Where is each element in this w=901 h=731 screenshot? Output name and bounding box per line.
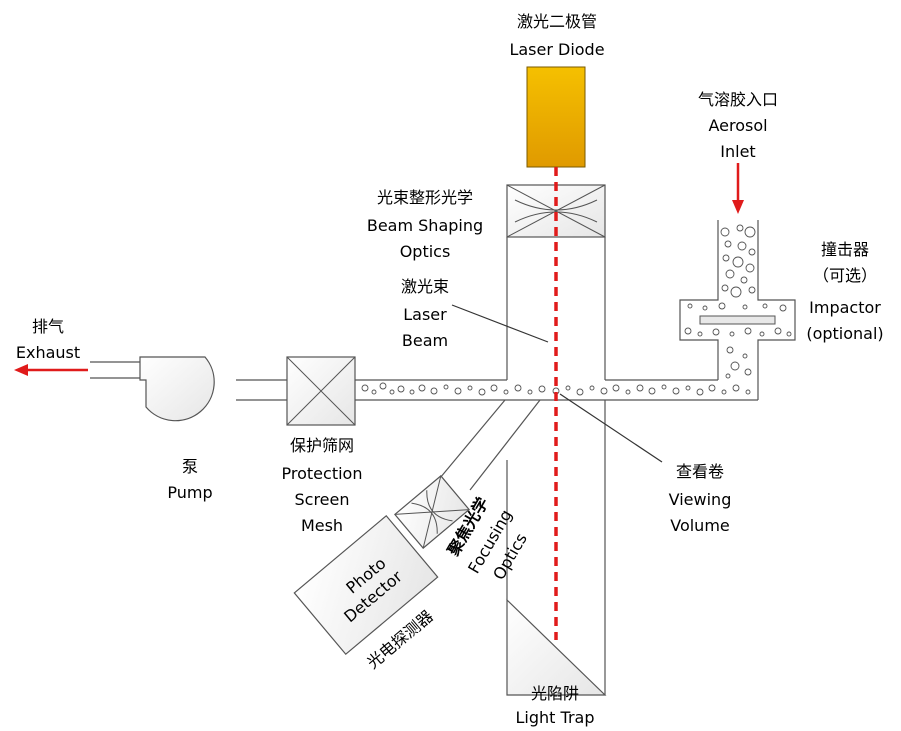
- viewing-volume-label-en-1: Viewing: [668, 490, 732, 509]
- aerosol-label-zh: 气溶胶入口: [697, 90, 778, 109]
- aerosol-inlet-arrow: [732, 163, 744, 214]
- beam-shaping-label-zh: 光束整形光学: [376, 188, 473, 207]
- impactor-label-en-1: Impactor: [809, 298, 881, 317]
- exhaust-pipe: [90, 361, 140, 379]
- pump-label-en: Pump: [167, 483, 213, 502]
- flow-tube: [355, 379, 758, 401]
- mesh-label-en-2: Screen: [294, 490, 350, 509]
- viewing-volume-label-zh: 查看卷: [675, 462, 724, 481]
- laser-diode-label-zh: 激光二极管: [516, 12, 597, 31]
- detector-tube: [439, 399, 541, 491]
- mesh-label-zh: 保护筛网: [289, 436, 354, 455]
- impactor-label-en-2: (optional): [806, 324, 884, 343]
- mesh-label-en-3: Mesh: [300, 516, 344, 535]
- focusing-optics: [394, 475, 470, 549]
- impactor: [679, 220, 796, 400]
- mesh-label-en-1: Protection: [281, 464, 363, 483]
- exhaust-arrow: [14, 364, 88, 376]
- leader-lines: [451, 304, 663, 463]
- pump: [139, 356, 215, 422]
- pump-pipe: [236, 379, 287, 401]
- aerosol-label-en-2: Inlet: [720, 142, 756, 161]
- aerosol-label-en-1: Aerosol: [708, 116, 768, 135]
- beam-shaping-label-en-1: Beam Shaping: [366, 216, 484, 235]
- viewing-volume-label-en-2: Volume: [670, 516, 730, 535]
- light-trap-label-zh: 光陷阱: [530, 684, 579, 703]
- laser-diode: [526, 66, 586, 168]
- laser-beam-label-zh: 激光束: [400, 277, 449, 296]
- protection-screen-mesh: [286, 356, 356, 426]
- beam-shaping-label-en-2: Optics: [399, 242, 451, 261]
- pump-label-zh: 泵: [181, 457, 198, 476]
- optical-chamber: [506, 237, 606, 695]
- photo-detector: [293, 514, 439, 656]
- exhaust-label-zh: 排气: [31, 317, 64, 336]
- impactor-optional-zh: （可选）: [812, 266, 877, 285]
- impactor-label-zh: 撞击器: [820, 240, 869, 259]
- laser-diode-label-en: Laser Diode: [509, 40, 605, 59]
- laser-beam-label-en-1: Laser: [403, 305, 447, 324]
- light-trap-label-en: Light Trap: [515, 708, 595, 727]
- laser-beam-label-en-2: Beam: [401, 331, 449, 350]
- exhaust-label-en: Exhaust: [15, 343, 81, 362]
- aerosol-particles: [361, 224, 792, 396]
- light-trap: [506, 598, 607, 696]
